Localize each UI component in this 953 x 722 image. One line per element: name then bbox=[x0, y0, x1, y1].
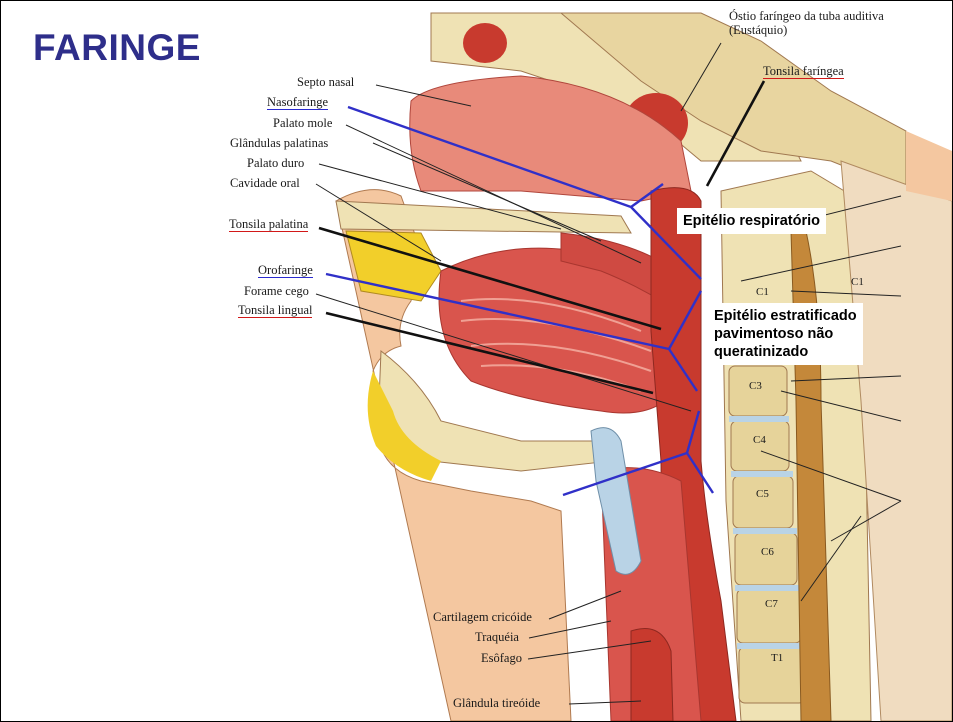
hard-palate bbox=[336, 201, 631, 233]
epitelio-estratificado-line-3: queratinizado bbox=[714, 343, 857, 361]
label-esofago: Esôfago bbox=[481, 651, 522, 665]
vertebra-c5: C5 bbox=[756, 487, 769, 501]
thyroid-gland bbox=[631, 629, 673, 722]
epitelio-estratificado-line-1: Epitélio estratificado bbox=[714, 307, 857, 325]
vertebra-c1-left: C1 bbox=[756, 285, 769, 299]
epitelio-estratificado-box: Epitélio estratificado pavimentoso não q… bbox=[708, 303, 863, 365]
epitelio-respiratorio-box: Epitélio respiratório bbox=[677, 208, 826, 234]
vertebra-t1: T1 bbox=[771, 651, 783, 665]
vertebra-c4: C4 bbox=[753, 433, 766, 447]
epitelio-estratificado-line-2: pavimentoso não bbox=[714, 325, 857, 343]
label-ostio-eustaquio: (Eustáquio) bbox=[729, 23, 787, 37]
label-cartilagem-cricoide: Cartilagem cricóide bbox=[433, 610, 532, 624]
label-orofaringe: Orofaringe bbox=[258, 263, 313, 278]
label-glandulas-palatinas: Glândulas palatinas bbox=[230, 136, 328, 150]
label-palato-mole: Palato mole bbox=[273, 116, 332, 130]
label-traqueia: Traquéia bbox=[475, 630, 519, 644]
label-forame-cego: Forame cego bbox=[244, 284, 309, 298]
label-tonsila-lingual: Tonsila lingual bbox=[238, 303, 312, 318]
frontal-sinus bbox=[463, 23, 507, 63]
label-glandula-tireoide: Glândula tireóide bbox=[453, 696, 540, 710]
label-tonsila-palatina: Tonsila palatina bbox=[229, 217, 308, 232]
label-tonsila-faringea: Tonsila faríngea bbox=[763, 64, 844, 79]
vertebra-c1-right: C1 bbox=[851, 275, 864, 289]
neck-skin-edge bbox=[906, 131, 952, 201]
vertebra-c6: C6 bbox=[761, 545, 774, 559]
label-nasofaringe: Nasofaringe bbox=[267, 95, 328, 110]
label-palato-duro: Palato duro bbox=[247, 156, 304, 170]
vertebra-c3: C3 bbox=[749, 379, 762, 393]
vertebra-c7: C7 bbox=[765, 597, 778, 611]
label-cavidade-oral: Cavidade oral bbox=[230, 176, 300, 190]
label-septo-nasal: Septo nasal bbox=[297, 75, 354, 89]
label-ostio-faringeo: Óstio faríngeo da tuba auditiva bbox=[729, 9, 884, 23]
page-title: FARINGE bbox=[33, 27, 201, 69]
